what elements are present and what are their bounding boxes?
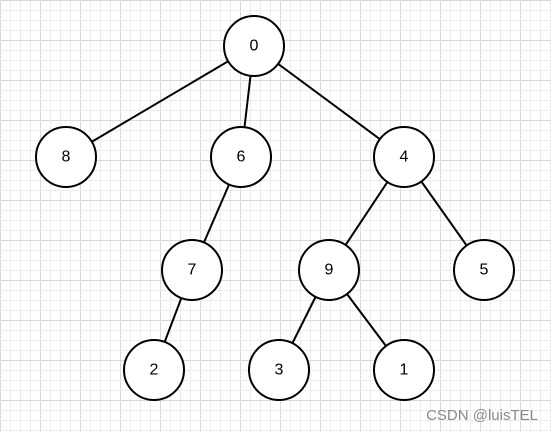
node-label: 6: [237, 149, 246, 166]
node-label: 0: [250, 38, 259, 55]
tree-node-7: 7: [161, 239, 223, 301]
tree-edges: [65, 45, 485, 371]
tree-node-1: 1: [373, 339, 435, 401]
tree-node-6: 6: [210, 126, 272, 188]
edge-0-4: [253, 45, 405, 158]
node-label: 4: [400, 149, 409, 166]
tree-node-5: 5: [453, 239, 515, 301]
watermark-text: CSDN @luisTEL: [426, 407, 538, 424]
edge-0-8: [65, 45, 255, 158]
node-label: 8: [62, 149, 71, 166]
tree-nodes: 0 8 6 4 7 9 5 2: [35, 15, 515, 401]
node-label: 2: [150, 362, 159, 379]
tree-node-4: 4: [373, 126, 435, 188]
tree-node-8: 8: [35, 126, 97, 188]
node-label: 7: [188, 262, 197, 279]
tree-node-2: 2: [123, 339, 185, 401]
node-label: 9: [325, 262, 334, 279]
tree-node-9: 9: [298, 239, 360, 301]
node-label: 1: [400, 362, 409, 379]
tree-node-0: 0: [223, 15, 285, 77]
tree-node-3: 3: [248, 339, 310, 401]
node-label: 5: [480, 262, 489, 279]
node-label: 3: [275, 362, 284, 379]
